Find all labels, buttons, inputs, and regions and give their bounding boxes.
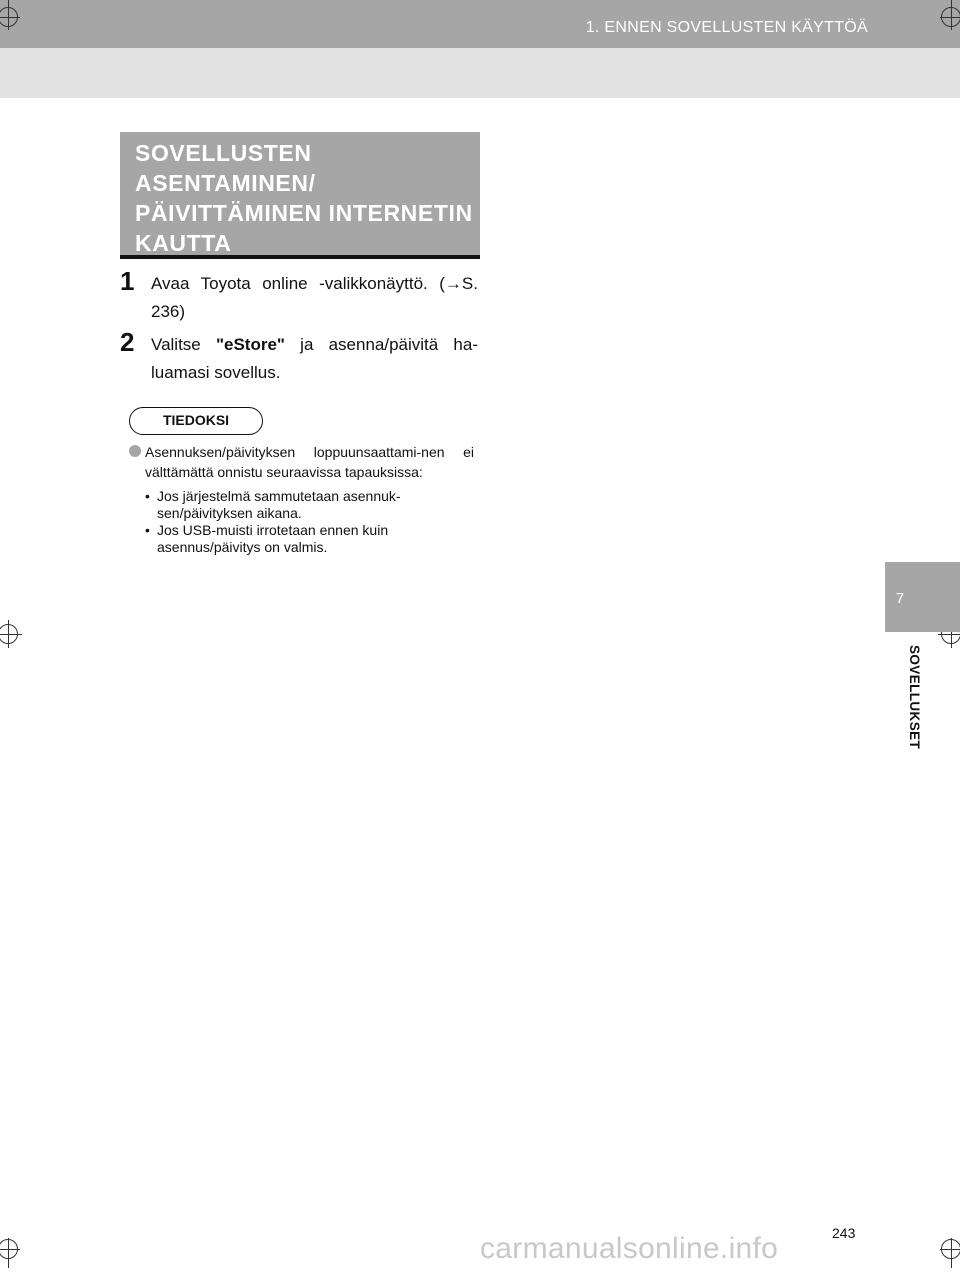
- info-sub-item: • Jos USB-muisti irrotetaan ennen kuin a…: [145, 522, 474, 556]
- chapter-side-label: SOVELLUKSET: [904, 645, 922, 775]
- info-sub-item-text: Jos järjestelmä sammutetaan asennuk-sen/…: [157, 488, 401, 521]
- chapter-side-label-text: SOVELLUKSET: [907, 645, 922, 750]
- page-number: 243: [832, 1225, 856, 1241]
- section-heading: SOVELLUSTEN ASENTAMINEN/ PÄIVITTÄMINEN I…: [135, 140, 473, 256]
- section-heading-box: SOVELLUSTEN ASENTAMINEN/ PÄIVITTÄMINEN I…: [120, 132, 480, 259]
- chapter-title: 1. ENNEN SOVELLUSTEN KÄYTTÖÄ: [585, 19, 868, 36]
- step-text: Valitse "eStore" ja asenna/päivitä ha-lu…: [151, 331, 478, 387]
- info-sub-item: • Jos järjestelmä sammutetaan asennuk-se…: [145, 488, 474, 522]
- small-bullet-icon: •: [145, 488, 150, 504]
- header-band: [0, 0, 960, 48]
- info-bullet-text: Asennuksen/päivityksen loppuunsaattami-n…: [145, 444, 474, 480]
- bullet-dot-icon: [129, 445, 141, 457]
- chapter-number: 7: [895, 590, 905, 607]
- step-number: 1: [120, 266, 135, 296]
- small-bullet-icon: •: [145, 522, 150, 538]
- step-text-after: ja asenna/päivitä ha-luamasi sovellus.: [151, 335, 478, 382]
- step-text-before: Valitse: [151, 335, 216, 354]
- step-text: Avaa Toyota online -valikkonäyttö. (→S. …: [151, 274, 478, 321]
- estore-emphasis: "eStore": [215, 335, 285, 354]
- step-number: 2: [120, 327, 135, 357]
- header-subband: [0, 48, 960, 98]
- info-sub-item-text: Jos USB-muisti irrotetaan ennen kuin ase…: [157, 522, 389, 555]
- info-label-pill: TIEDOKSI: [129, 407, 263, 435]
- info-bullet: Asennuksen/päivityksen loppuunsaattami-n…: [129, 442, 474, 482]
- info-body: Asennuksen/päivityksen loppuunsaattami-n…: [129, 442, 474, 556]
- watermark: carmanualsonline.info: [480, 1232, 779, 1265]
- chapter-tab: 7: [885, 562, 960, 632]
- info-sub-list: • Jos järjestelmä sammutetaan asennuk-se…: [129, 488, 474, 556]
